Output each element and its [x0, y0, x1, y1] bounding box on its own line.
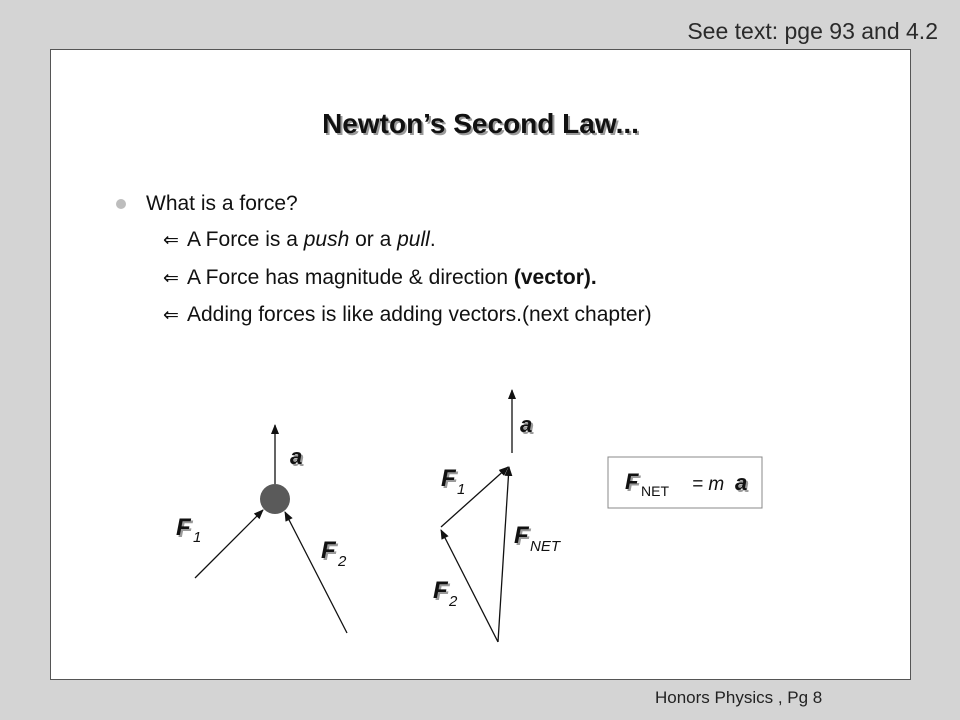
- bullet-item: What is a force?: [116, 192, 298, 216]
- arrow-bullet-icon: ⇐: [163, 305, 179, 326]
- svg-text:F: F: [433, 577, 449, 604]
- accel-label-right: a a: [520, 412, 534, 439]
- svg-text:F: F: [516, 524, 532, 551]
- force2-label-right: F F 2: [433, 577, 458, 610]
- sub-bullet-vector: ⇐A Force has magnitude & direction (vect…: [163, 266, 597, 289]
- svg-text:a: a: [735, 470, 747, 495]
- svg-text:F: F: [176, 514, 192, 541]
- equation-formula: F F NET = m a a: [625, 469, 749, 499]
- svg-text:F: F: [514, 522, 530, 549]
- svg-text:NET: NET: [530, 538, 562, 555]
- equation-box: [607, 456, 763, 509]
- svg-text:F: F: [435, 579, 451, 606]
- net-force-arrow: [497, 466, 513, 643]
- svg-text:F: F: [627, 471, 641, 496]
- slide-panel: Newton’s Second Law... What is a force? …: [50, 49, 911, 680]
- svg-text:a: a: [522, 414, 534, 439]
- svg-text:a: a: [737, 472, 749, 497]
- force2-label-left: F F 2: [321, 537, 347, 570]
- svg-text:1: 1: [457, 481, 465, 498]
- bullet-dot-icon: [116, 199, 126, 209]
- svg-text:= m: = m: [692, 474, 724, 495]
- svg-text:F: F: [178, 516, 194, 543]
- svg-text:F: F: [321, 537, 337, 564]
- arrow-bullet-icon: ⇐: [163, 230, 179, 251]
- svg-text:F: F: [323, 539, 339, 566]
- svg-text:1: 1: [193, 529, 201, 546]
- bullet-text: What is a force?: [146, 192, 298, 215]
- force1-arrow-left: [194, 509, 264, 579]
- svg-text:2: 2: [337, 553, 347, 570]
- sub-bullet-push-pull: ⇐A Force is a push or a pull.: [163, 228, 436, 251]
- svg-text:a: a: [290, 444, 302, 469]
- force2-arrow-right: [440, 529, 499, 643]
- accel-label-left: a a: [290, 444, 304, 471]
- slide-title: Newton’s Second Law...: [322, 108, 639, 139]
- mass-object: [260, 484, 290, 514]
- force1-arrow-right: [440, 466, 509, 528]
- svg-text:a: a: [520, 412, 532, 437]
- arrow-bullet-icon: ⇐: [163, 268, 179, 289]
- svg-text:F: F: [441, 465, 457, 492]
- svg-text:a: a: [292, 446, 304, 471]
- svg-text:2: 2: [448, 593, 458, 610]
- net-force-label: F F NET: [514, 522, 562, 555]
- sub-bullet-adding: ⇐Adding forces is like adding vectors.(n…: [163, 303, 652, 326]
- force1-label-right: F F 1: [441, 465, 465, 498]
- slide-footer: Honors Physics , Pg 8: [655, 688, 823, 707]
- text-reference-note: See text: pge 93 and 4.2: [687, 18, 938, 44]
- force1-label-left: F F 1: [176, 514, 201, 546]
- svg-text:NET: NET: [641, 483, 669, 499]
- svg-text:F: F: [625, 469, 639, 494]
- force2-arrow-left: [284, 511, 348, 634]
- svg-text:F: F: [443, 467, 459, 494]
